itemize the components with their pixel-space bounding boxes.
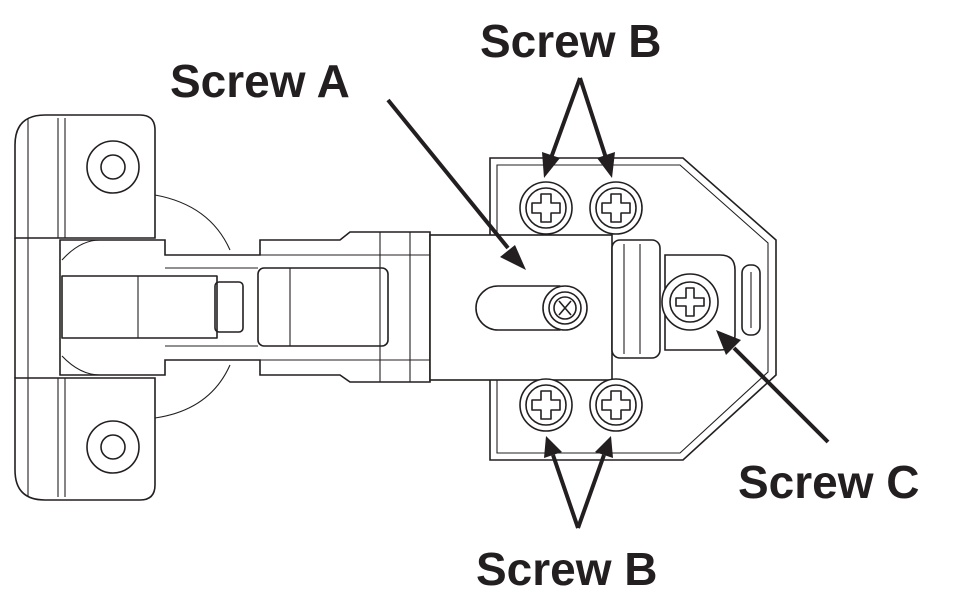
arrow-screw-b-bottom-right: [576, 436, 613, 529]
arrow-screw-a: [386, 98, 526, 270]
mounting-hole-bottom: [86, 420, 140, 474]
screw-b-top-left: [519, 181, 573, 235]
label-screw-b-top: Screw B: [480, 15, 662, 67]
hinge-arm: [59, 231, 431, 383]
arrow-screw-b-top-left: [542, 77, 582, 178]
label-screw-b-bottom: Screw B: [476, 543, 658, 592]
screw-b-bottom-left: [519, 378, 573, 432]
screw-a: [542, 285, 588, 331]
screw-c: [661, 273, 719, 331]
label-screw-a: Screw A: [170, 55, 350, 107]
screw-b-bottom-right: [589, 378, 643, 432]
label-screw-c: Screw C: [738, 456, 920, 508]
screw-b-top-right: [589, 181, 643, 235]
arrow-screw-b-top-right: [578, 77, 615, 178]
mounting-plate: [14, 114, 231, 501]
mounting-hole-top: [86, 140, 140, 194]
arrow-screw-c: [716, 330, 830, 444]
arrow-screw-b-bottom-left: [544, 436, 580, 529]
